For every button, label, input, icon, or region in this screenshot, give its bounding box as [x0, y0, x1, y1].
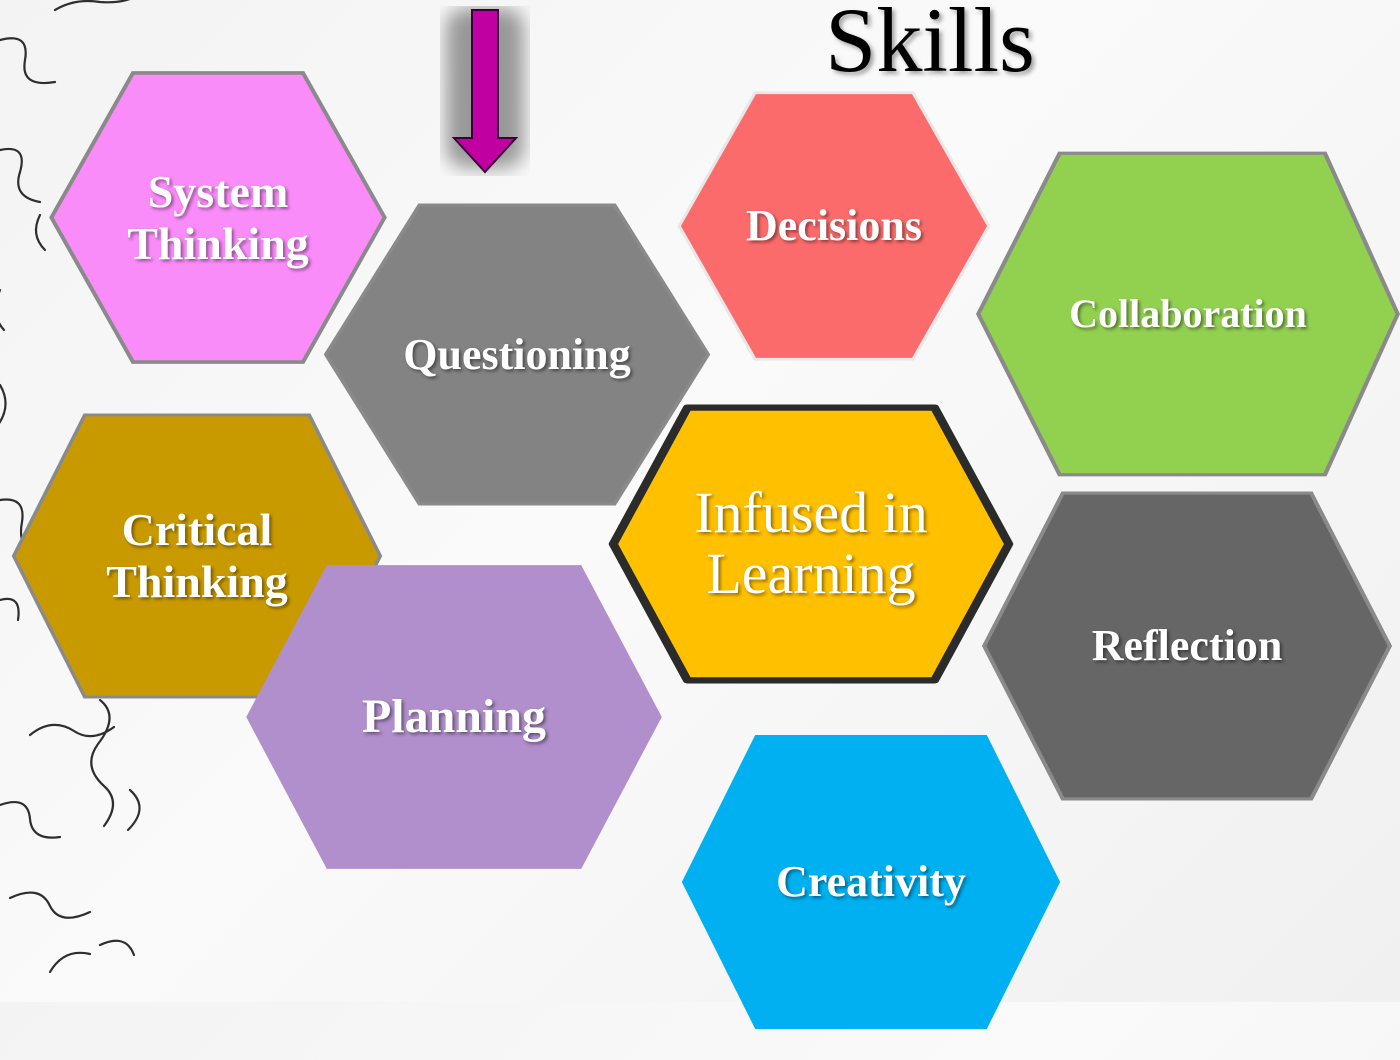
hex-decisions: Decisions — [676, 90, 992, 362]
hex-label: Infused in Learning — [694, 480, 928, 606]
hex-label: Planning — [361, 690, 547, 744]
hex-label: Decisions — [746, 201, 922, 251]
hex-planning: Planning — [242, 562, 666, 872]
hex-label: System Thinking — [127, 165, 309, 269]
down-arrow-icon — [446, 8, 524, 174]
page-title: Skills — [825, 0, 1035, 91]
puzzle-background-icon — [0, 0, 141, 974]
hex-infused-in-learning: Infused in Learning — [605, 402, 1017, 686]
hex-system-thinking: System Thinking — [48, 70, 388, 365]
hex-label: Creativity — [776, 857, 966, 907]
hex-critical-thinking: Critical Thinking — [10, 412, 384, 700]
skills-diagram: Skills System Thinking Questioning Decis… — [0, 0, 1400, 1029]
hex-label: Reflection — [1091, 621, 1283, 671]
hex-questioning: Questioning — [322, 202, 712, 507]
hex-label: Questioning — [403, 329, 631, 379]
hex-label: Critical Thinking — [106, 504, 288, 607]
hex-reflection: Reflection — [980, 490, 1394, 802]
hex-collaboration: Collaboration — [974, 150, 1400, 478]
hex-creativity: Creativity — [678, 732, 1064, 1032]
hex-label: Collaboration — [1069, 290, 1307, 336]
